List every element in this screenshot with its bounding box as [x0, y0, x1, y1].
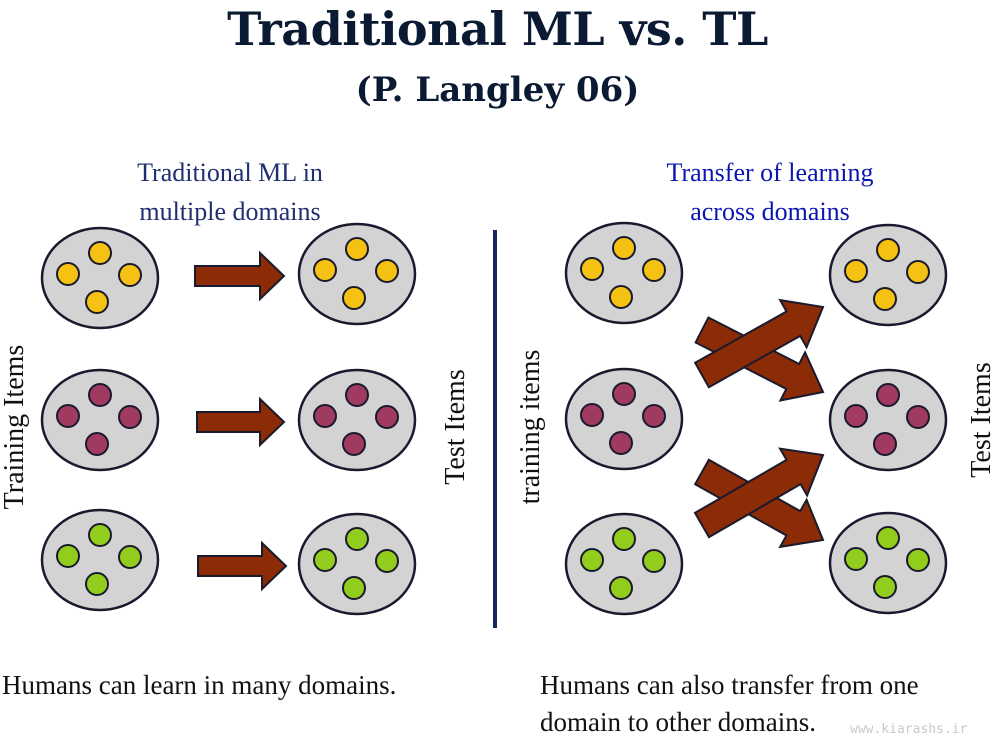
domain-circle-body: [828, 511, 948, 615]
data-item-dot: [580, 403, 604, 427]
arrow-left-row-1: [194, 250, 286, 302]
left-test-domain-green: [297, 512, 417, 616]
data-item-dot: [873, 287, 897, 311]
data-item-dot: [342, 576, 366, 600]
left-test-domain-yellow: [297, 222, 417, 326]
left-training-items-label: Training Items: [0, 344, 30, 510]
data-item-dot: [609, 576, 633, 600]
data-item-dot: [118, 405, 142, 429]
arrow-transfer-maroon-to-yellow: [693, 298, 825, 389]
left-heading-line1: Traditional ML in: [137, 158, 323, 187]
data-item-dot: [642, 549, 666, 573]
domain-circle-body: [828, 368, 948, 472]
right-training-items-label: training items: [515, 349, 546, 505]
arrow-left-row-3: [197, 540, 288, 592]
data-item-dot: [580, 548, 604, 572]
data-item-dot: [642, 404, 666, 428]
data-item-dot: [580, 257, 604, 281]
data-item-dot: [88, 523, 112, 547]
data-item-dot: [844, 547, 868, 571]
data-item-dot: [375, 405, 399, 429]
data-item-dot: [118, 545, 142, 569]
data-item-dot: [612, 382, 636, 406]
data-item-dot: [313, 258, 337, 282]
domain-circle-body: [297, 222, 417, 326]
data-item-dot: [375, 259, 399, 283]
data-item-dot: [345, 237, 369, 261]
data-item-dot: [313, 548, 337, 572]
left-caption: Humans can learn in many domains.: [2, 670, 397, 700]
data-item-dot: [609, 431, 633, 455]
data-item-dot: [642, 258, 666, 282]
left-test-items-label: Test Items: [440, 369, 471, 485]
right-training-domain-maroon: [564, 367, 684, 471]
left-training-domain-yellow: [40, 226, 160, 330]
arrow-left-row-2: [196, 396, 286, 448]
right-panel-heading: Transfer of learning across domains: [610, 153, 930, 231]
data-item-dot: [906, 260, 930, 284]
domain-circle-body: [564, 367, 684, 471]
data-item-dot: [873, 432, 897, 456]
data-item-dot: [342, 432, 366, 456]
data-item-dot: [88, 241, 112, 265]
data-item-dot: [844, 404, 868, 428]
right-training-domain-green: [564, 512, 684, 616]
page-subtitle: (P. Langley 06): [355, 70, 640, 110]
watermark: www.kiarashs.ir: [850, 722, 968, 737]
data-item-dot: [85, 572, 109, 596]
domain-circle-body: [297, 512, 417, 616]
right-caption-line1: Humans can also transfer from one: [540, 670, 919, 700]
left-heading-line2: multiple domains: [139, 197, 321, 226]
data-item-dot: [375, 549, 399, 573]
right-heading-line1: Transfer of learning: [666, 158, 874, 187]
data-item-dot: [56, 544, 80, 568]
page-title: Traditional ML vs. TL: [227, 2, 768, 56]
data-item-dot: [85, 432, 109, 456]
data-item-dot: [56, 262, 80, 286]
data-item-dot: [56, 404, 80, 428]
left-training-domain-maroon: [40, 368, 160, 472]
domain-circle-body: [564, 221, 684, 325]
domain-circle-body: [40, 226, 160, 330]
arrow-transfer-green-to-maroon: [693, 447, 825, 539]
data-item-dot: [313, 404, 337, 428]
right-test-items-label: Test Items: [966, 362, 995, 478]
right-caption-line2: domain to other domains.: [540, 707, 816, 737]
right-test-domain-yellow: [828, 223, 948, 327]
domain-circle-body: [564, 512, 684, 616]
data-item-dot: [85, 290, 109, 314]
data-item-dot: [342, 286, 366, 310]
data-item-dot: [612, 527, 636, 551]
data-item-dot: [906, 405, 930, 429]
data-item-dot: [876, 238, 900, 262]
data-item-dot: [876, 383, 900, 407]
domain-circle-body: [297, 368, 417, 472]
domain-circle-body: [40, 368, 160, 472]
data-item-dot: [345, 383, 369, 407]
data-item-dot: [88, 383, 112, 407]
right-caption: Humans can also transfer from one domain…: [540, 667, 990, 741]
arrows: [194, 250, 825, 592]
right-training-domain-yellow: [564, 221, 684, 325]
right-test-domain-maroon: [828, 368, 948, 472]
data-item-dot: [873, 575, 897, 599]
data-item-dot: [118, 263, 142, 287]
data-item-dot: [906, 548, 930, 572]
data-item-dot: [876, 526, 900, 550]
left-panel-heading: Traditional ML in multiple domains: [100, 153, 360, 231]
data-item-dot: [612, 236, 636, 260]
domain-circle-body: [828, 223, 948, 327]
right-heading-line2: across domains: [690, 197, 850, 226]
left-test-domain-maroon: [297, 368, 417, 472]
domain-circle-body: [40, 508, 160, 612]
right-test-domain-green: [828, 511, 948, 615]
data-item-dot: [844, 259, 868, 283]
data-item-dot: [609, 285, 633, 309]
domain-circles: [40, 221, 948, 616]
data-item-dot: [345, 527, 369, 551]
left-training-domain-green: [40, 508, 160, 612]
